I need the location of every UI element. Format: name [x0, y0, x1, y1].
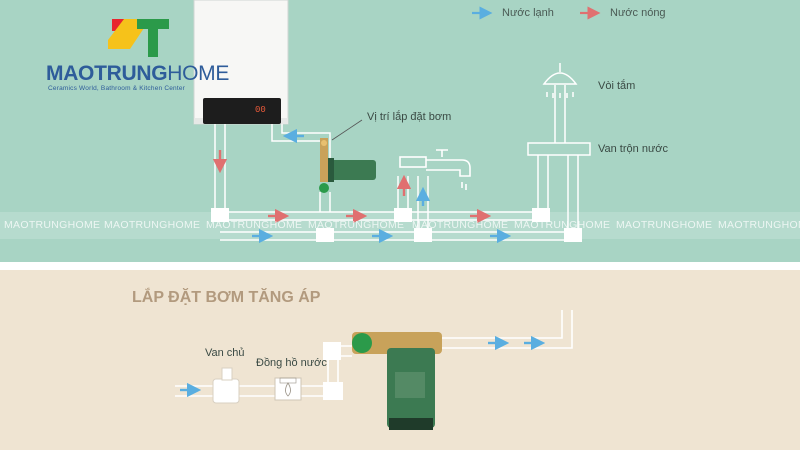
- brand-name-bold: MAOTRUNG: [46, 62, 168, 85]
- pipe-fittings-bottom: [323, 342, 343, 400]
- water-meter-icon: [274, 377, 302, 401]
- label-main-valve: Van chủ: [205, 347, 245, 359]
- brand-tagline: Ceramics World, Bathroom & Kitchen Cente…: [48, 85, 186, 92]
- main-valve-icon: [212, 367, 240, 404]
- watermark-text: MAOTRUNGHOME: [308, 219, 405, 231]
- mixing-valve-box: [527, 142, 591, 156]
- watermark-text: MAOTRUNGHOME: [616, 219, 713, 231]
- heater-display-value: 00: [255, 105, 266, 115]
- brand-name: MAOTRUNGHOME: [46, 62, 229, 86]
- flow-arrows-top: [212, 128, 512, 244]
- label-mixing-valve: Van trộn nước: [598, 143, 669, 155]
- watermark-text: MAOTRUNGHOME: [206, 219, 303, 231]
- shower-head-icon: [542, 63, 578, 98]
- watermark-text: MAOTRUNGHOME: [4, 219, 101, 231]
- section-title: LẮP ĐẶT BƠM TĂNG ÁP: [132, 289, 321, 306]
- brand-name-thin: HOME: [167, 62, 230, 85]
- pump-location-leader: [331, 119, 363, 141]
- label-shower: Vòi tắm: [598, 80, 636, 92]
- heater-display: 00: [203, 98, 281, 124]
- brand-logo-icon: [108, 19, 169, 57]
- faucet-icon: [399, 149, 471, 190]
- watermark-text: MAOTRUNGHOME: [718, 219, 800, 231]
- legend-hot-label: Nước nóng: [610, 7, 666, 19]
- panel-divider: [0, 262, 800, 270]
- watermark-text: MAOTRUNGHOME: [412, 219, 509, 231]
- flow-arrows-bottom: [180, 335, 546, 398]
- pipe-fittings: [211, 208, 582, 242]
- pump-top-icon: [319, 138, 376, 193]
- label-pump-location: Vị trí lắp đặt bơm: [367, 111, 452, 123]
- watermark-text: MAOTRUNGHOME: [104, 219, 201, 231]
- watermark-text: MAOTRUNGHOME: [514, 219, 611, 231]
- legend-cold-label: Nước lạnh: [502, 7, 554, 19]
- label-water-meter: Đồng hồ nước: [256, 357, 327, 369]
- pump-bottom-icon: [352, 332, 442, 430]
